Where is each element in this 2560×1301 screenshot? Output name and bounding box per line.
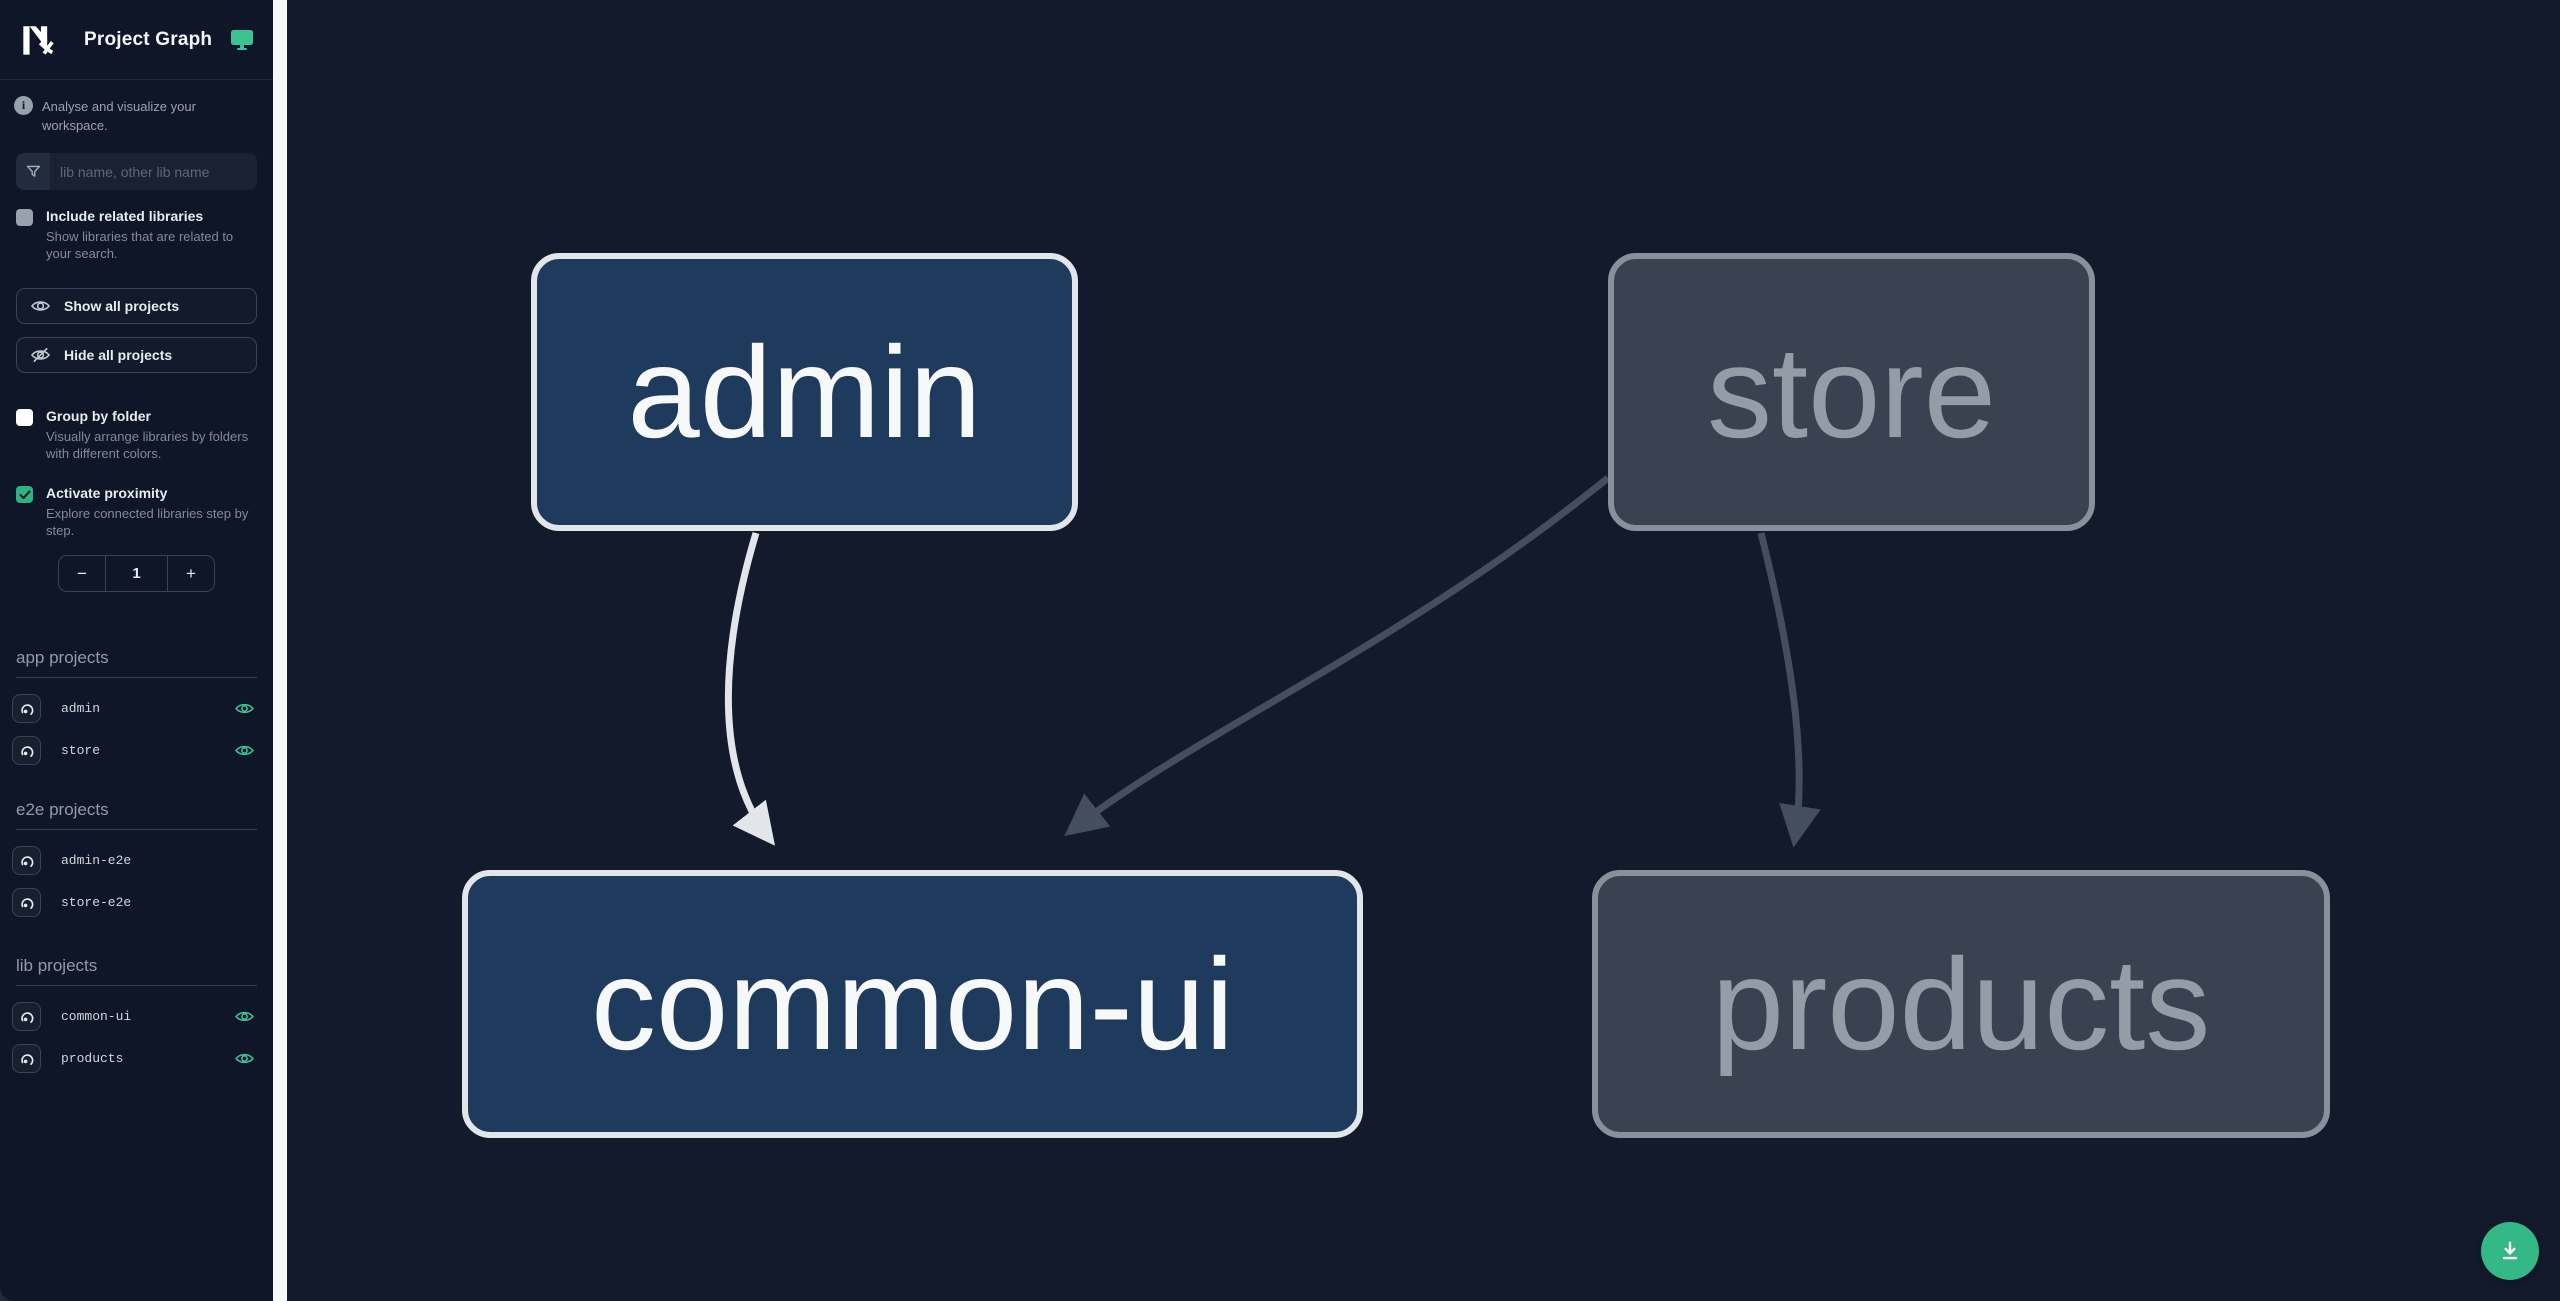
nx-logo-icon [23,25,54,55]
download-graph-button[interactable] [2481,1222,2539,1280]
show-all-projects-button[interactable]: Show all projects [16,288,257,324]
focus-on-project-button[interactable] [12,693,41,723]
monitor-icon[interactable] [230,29,254,51]
hide-all-projects-button[interactable]: Hide all projects [16,337,257,373]
edge-admin-to-common-ui[interactable] [724,531,776,846]
focus-on-project-icon [20,1012,33,1023]
focus-on-project-icon [20,746,33,757]
toggle-visibility-eye-icon[interactable] [232,699,257,718]
filter-funnel-icon [16,153,50,190]
activate-proximity-description: Explore connected libraries step by step… [46,506,249,538]
node-label: products [1711,931,2211,1077]
group-by-folder-label: Group by folder [46,408,151,424]
sidebar-header: Project Graph [0,0,273,80]
focus-on-project-button[interactable] [12,845,41,875]
group-by-folder-checkbox[interactable] [16,409,33,426]
section-title: app projects [16,648,257,678]
checkbox-check-icon [18,489,31,499]
project-row-products: products [0,1038,273,1078]
group-by-folder-description: Visually arrange libraries by folders wi… [46,429,249,461]
include-related-label: Include related libraries [46,208,204,224]
proximity-depth-stepper: − 1 + [58,555,215,592]
section-title: lib projects [16,956,257,986]
focus-on-project-icon [20,898,33,909]
filter-input[interactable] [50,153,257,190]
focus-on-project-button[interactable] [12,1043,41,1073]
eye-off-icon [30,347,51,363]
section-lib-projects: lib projects common-ui [0,956,273,1078]
project-row-store-e2e: store-e2e [0,882,273,922]
sidebar-canvas-divider [273,0,287,1301]
node-label: common-ui [591,931,1234,1077]
focus-on-project-button[interactable] [12,887,41,917]
project-name: store [61,742,101,758]
project-name: products [61,1050,124,1066]
project-row-common-ui: common-ui [0,996,273,1036]
section-app-projects: app projects admin [0,648,273,770]
focus-on-project-icon [20,704,33,715]
focus-on-project-icon [20,1054,33,1065]
group-by-folder-checkbox-row: Group by folder Visually arrange librari… [0,407,273,462]
graph-node-admin[interactable]: admin [531,253,1078,531]
project-name: store-e2e [61,894,132,910]
section-e2e-projects: e2e projects admin-e2e store- [0,800,273,922]
graph-node-common-ui[interactable]: common-ui [462,870,1363,1138]
project-name: common-ui [61,1008,132,1024]
project-name: admin [61,700,101,716]
edge-store-to-common-ui[interactable] [1064,475,1611,837]
proximity-decrease-button[interactable]: − [59,556,106,591]
graph-canvas[interactable]: admin store common-ui products [287,0,2560,1301]
include-related-checkbox[interactable] [16,209,33,226]
workspace-tagline: Analyse and visualize your workspace. [42,99,196,133]
page-title: Project Graph [84,28,213,50]
focus-on-project-button[interactable] [12,1001,41,1031]
toggle-visibility-eye-icon[interactable] [232,1049,257,1068]
node-label: admin [627,319,982,465]
project-row-store: store [0,730,273,770]
project-name: admin-e2e [61,852,132,868]
info-icon: i [14,96,33,115]
show-all-projects-label: Show all projects [64,298,180,314]
activate-proximity-checkbox-row: Activate proximity Explore connected lib… [0,484,273,539]
toggle-visibility-eye-icon[interactable] [232,741,257,760]
project-filter [16,153,257,190]
node-label: store [1706,319,1996,465]
hide-all-projects-label: Hide all projects [64,347,173,363]
activate-proximity-label: Activate proximity [46,485,168,501]
edge-store-to-products[interactable] [1757,532,1821,848]
toggle-visibility-eye-icon[interactable] [232,1007,257,1026]
sidebar: Project Graph i Analyse and visualize yo… [0,0,273,1301]
workspace-tagline-row: i Analyse and visualize your workspace. [0,80,273,135]
focus-on-project-button[interactable] [12,735,41,765]
proximity-depth-value: 1 [132,565,141,582]
graph-node-store[interactable]: store [1608,253,2095,531]
dependency-edges [724,475,1821,848]
eye-icon [30,301,51,311]
activate-proximity-checkbox[interactable] [16,486,33,503]
project-row-admin-e2e: admin-e2e [0,840,273,880]
proximity-increase-button[interactable]: + [167,556,214,591]
graph-node-products[interactable]: products [1592,870,2330,1138]
project-row-admin: admin [0,688,273,728]
section-title: e2e projects [16,800,257,830]
include-related-checkbox-row: Include related libraries Show libraries… [0,207,273,262]
download-icon [2502,1241,2518,1260]
include-related-description: Show libraries that are related to your … [46,229,234,261]
focus-on-project-icon [20,856,33,867]
